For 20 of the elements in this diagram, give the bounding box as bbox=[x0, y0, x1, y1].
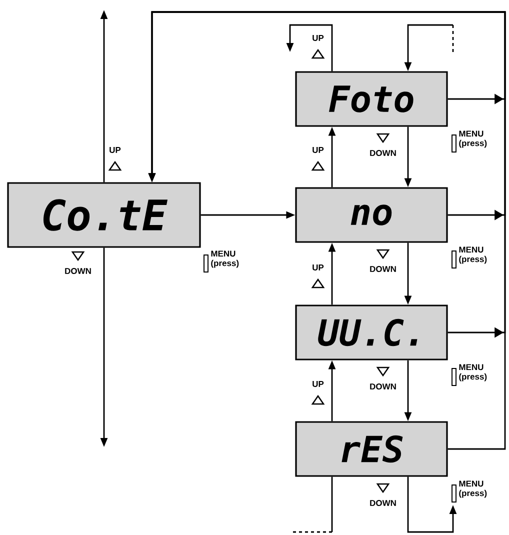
edge-label: MENU (press) bbox=[458, 246, 490, 264]
edge-label: DOWN bbox=[369, 266, 397, 272]
edge-label: DOWN bbox=[64, 268, 92, 274]
display-panel: UU.C. bbox=[295, 304, 448, 360]
edge-label: MENU (press) bbox=[458, 364, 490, 382]
edge-label: UP bbox=[312, 34, 324, 42]
display-panel: Co.tE bbox=[7, 182, 201, 248]
display-panel: Foto bbox=[295, 71, 448, 127]
edge-label: DOWN bbox=[369, 383, 397, 390]
edge-label: DOWN bbox=[369, 150, 397, 156]
edge-label: MENU (press) bbox=[458, 480, 490, 498]
display-panel: rES bbox=[295, 421, 448, 477]
edge-label: DOWN bbox=[369, 500, 397, 507]
edge-label: MENU (press) bbox=[458, 130, 490, 148]
edge-label: MENU (press) bbox=[210, 250, 242, 268]
edge-label: UP bbox=[312, 264, 324, 271]
display-panel: no bbox=[295, 187, 448, 243]
edge-label: UP bbox=[108, 146, 122, 154]
edge-label: UP bbox=[312, 146, 324, 154]
edge-label: UP bbox=[312, 380, 324, 388]
